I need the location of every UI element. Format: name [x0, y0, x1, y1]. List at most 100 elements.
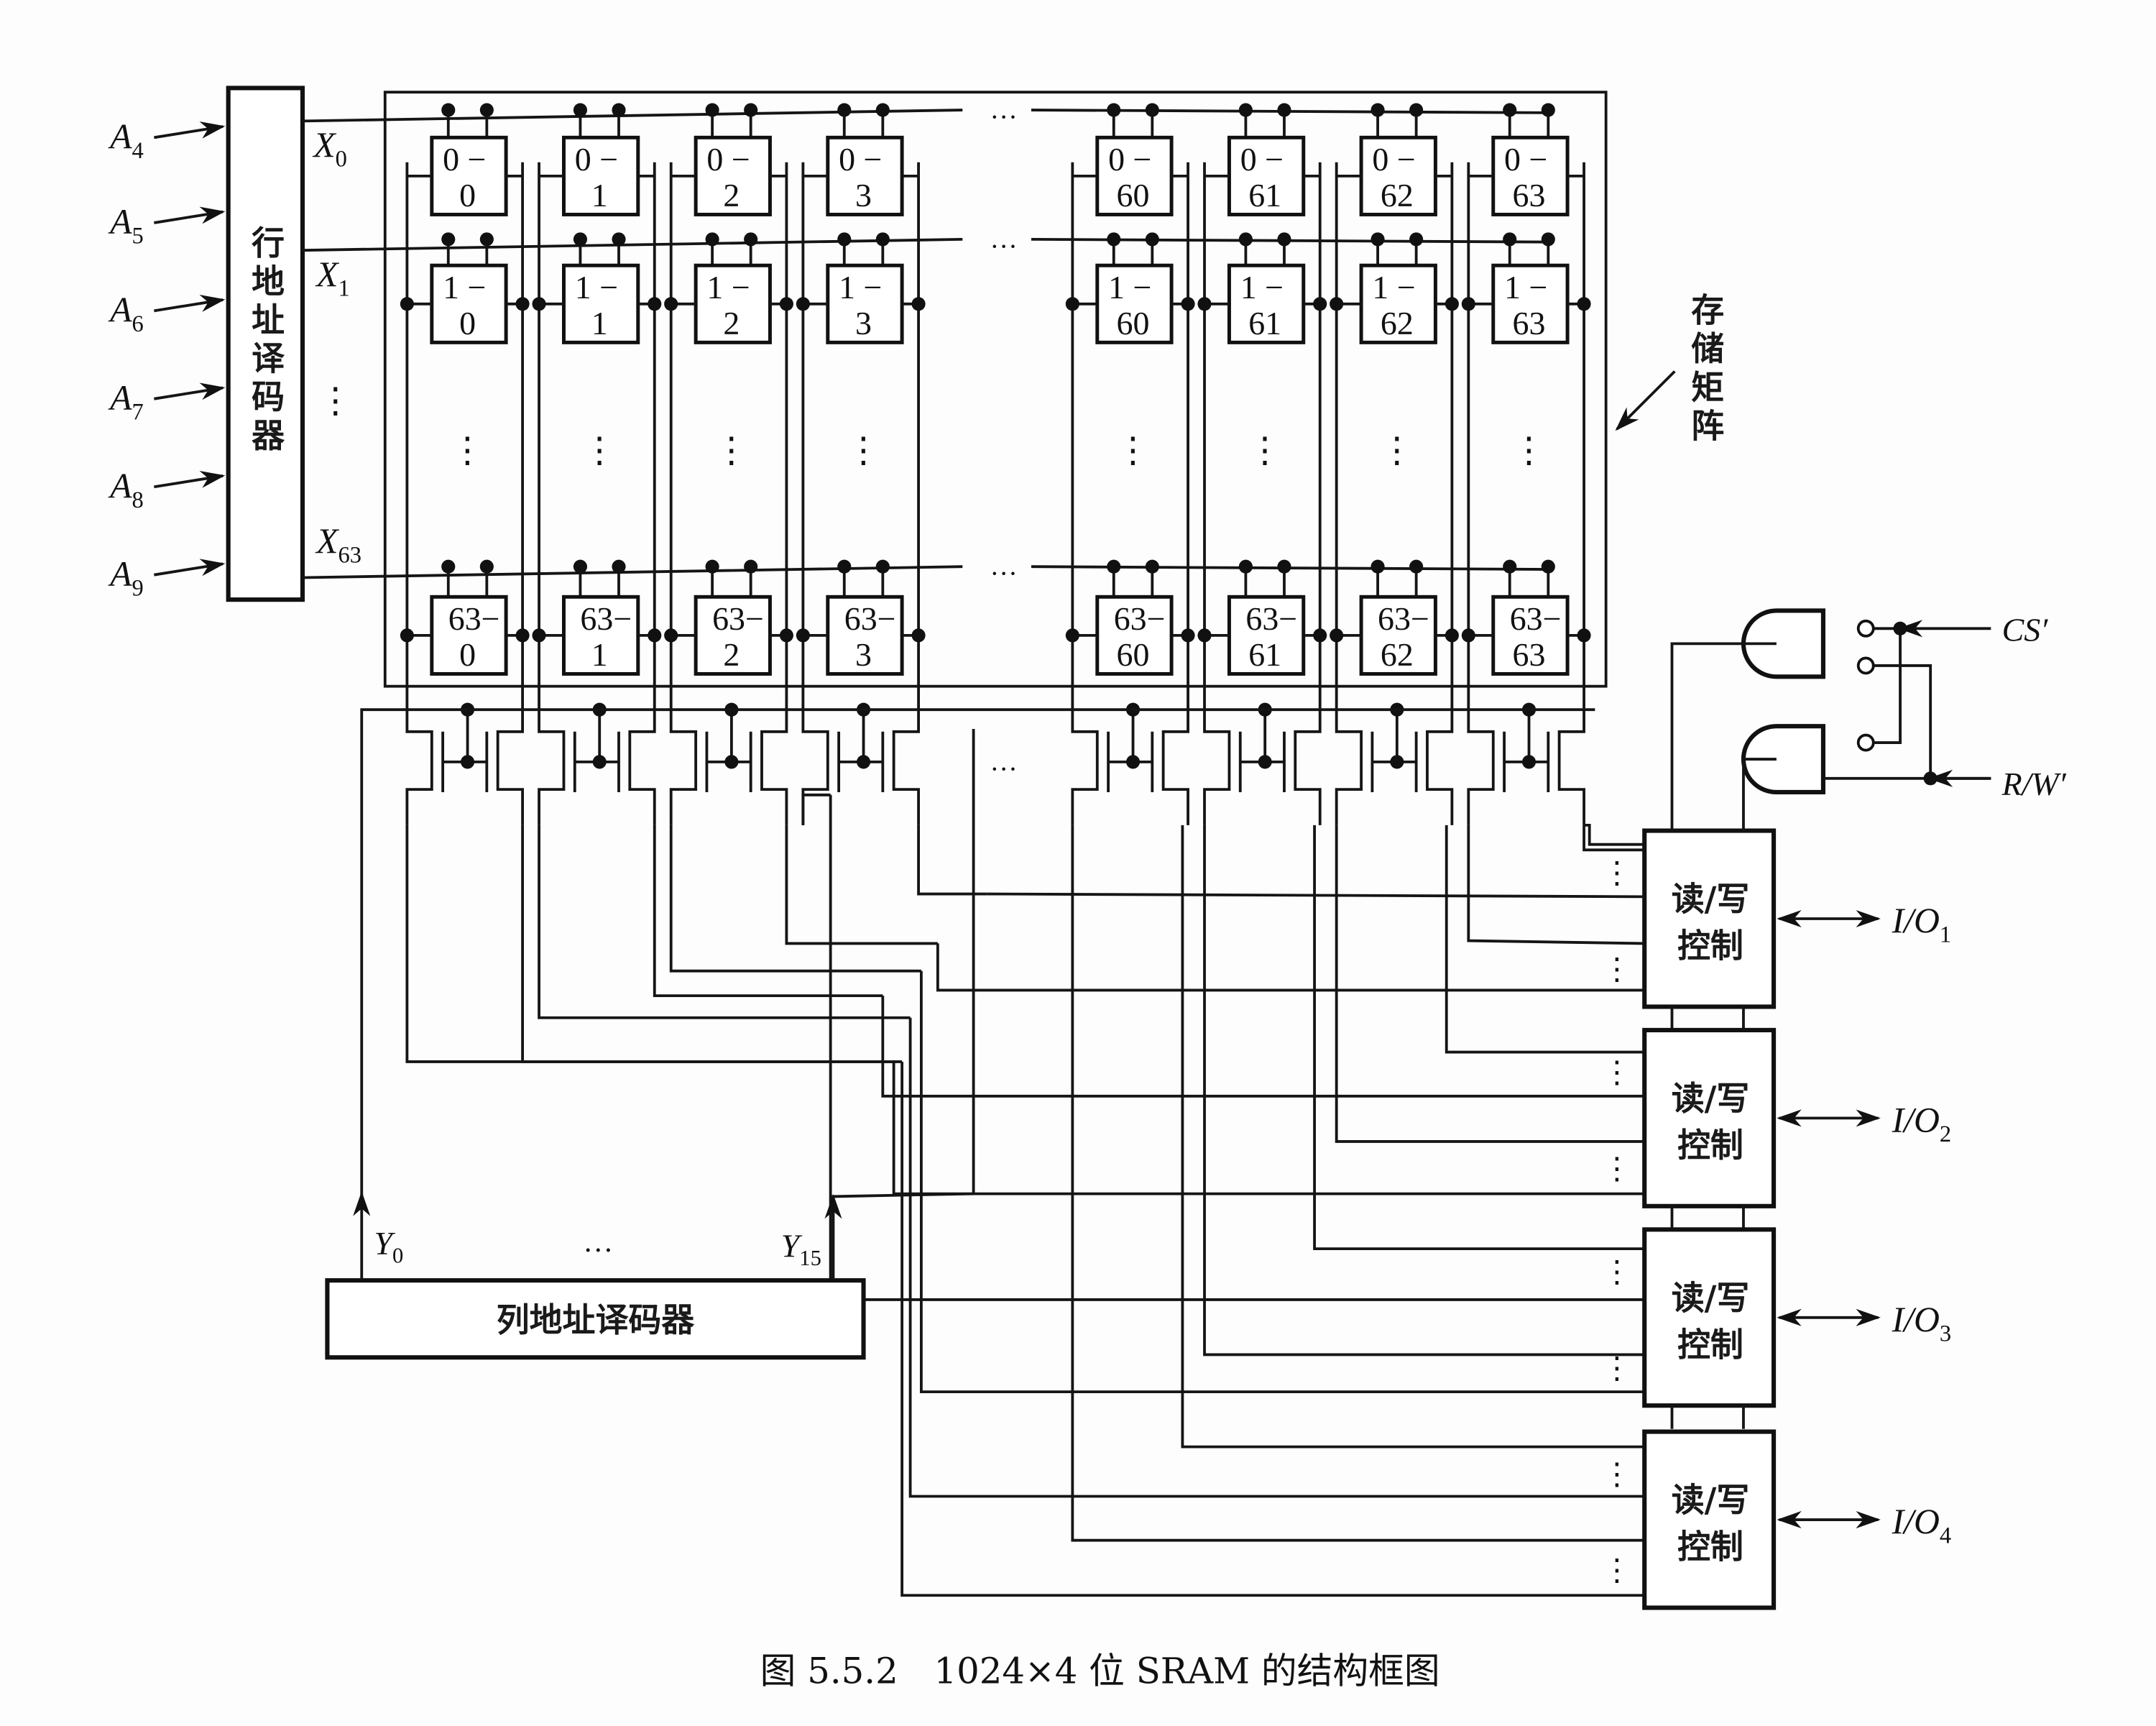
memory-cell-box [1095, 135, 1174, 216]
junction-dot [612, 103, 626, 117]
junction-dot [648, 297, 662, 311]
junction-dot [441, 559, 456, 574]
storage-matrix-char-1: 储 [1691, 329, 1724, 368]
rw-control-box [1642, 1027, 1777, 1208]
junction-dot [705, 103, 719, 117]
memory-cell-1-61: 1 −61 [1197, 232, 1327, 344]
junction-dot [1125, 755, 1141, 769]
column-transistor-pair-2 [669, 696, 788, 825]
row-ellipsis: ⋮ [1247, 431, 1283, 470]
io-label-2: I/O2 [1892, 1101, 1952, 1147]
rw-control-box [1642, 1429, 1777, 1610]
junction-dot [1107, 559, 1121, 574]
cell-column-index: 61 [1248, 636, 1281, 673]
input-ellipsis: ⋮ [1602, 1256, 1632, 1289]
cs-wire [1874, 627, 1902, 745]
cell-column-index: 3 [855, 636, 872, 673]
cell-column-index: 3 [855, 305, 872, 341]
junction-dot [705, 232, 719, 247]
word-line-ellipsis: … [990, 224, 1018, 254]
transistor-channel [892, 696, 920, 825]
y0-label: Y0 [374, 1225, 403, 1267]
gate1-output-wire [1670, 642, 1777, 831]
junction-dot [779, 628, 793, 643]
junction-dot [612, 232, 626, 247]
junction-dot [1541, 103, 1555, 117]
junction-dot [875, 232, 890, 247]
rw-control-label-line1: 读/写 [1672, 1481, 1750, 1520]
junction-dot [1107, 103, 1121, 117]
storage-matrix-outline [383, 91, 1608, 688]
storage-matrix-label: 存 储 矩 阵 [1615, 291, 1724, 445]
memory-cell-63-2: 63−2 [664, 559, 793, 676]
memory-cell-1-62: 1 −62 [1330, 232, 1459, 344]
output-name: X [315, 521, 339, 561]
bitline-route [1335, 825, 1645, 1143]
junction-dot [460, 755, 475, 769]
junction-dot [1145, 103, 1159, 117]
junction-dot [724, 755, 739, 769]
cell-row-index: 0 − [443, 141, 486, 178]
memory-cell-63-62: 63−62 [1330, 559, 1459, 676]
junction-dot [479, 559, 494, 574]
cell-row-index: 63− [1510, 600, 1562, 637]
cell-row-index: 63− [1245, 600, 1297, 637]
cell-column-index: 63 [1513, 305, 1546, 341]
io-label-3: I/O3 [1892, 1300, 1952, 1346]
junction-dot [1107, 232, 1121, 247]
junction-dot [1409, 232, 1424, 247]
junction-dot [875, 103, 890, 117]
bitline-route [892, 1061, 1645, 1195]
output-name: X [315, 254, 339, 294]
rw-control-label-line2: 控制 [1677, 1126, 1743, 1165]
row-decoder-char-2: 址 [252, 300, 285, 339]
input-name: A [108, 117, 132, 157]
gate2-output-wire [1742, 758, 1777, 831]
junction-dot [532, 628, 546, 643]
cell-row-index: 1 − [575, 269, 618, 306]
row-input-label-A8: A8 [108, 467, 144, 513]
memory-cell-1-2: 1 −2 [664, 232, 793, 344]
memory-cell-box [561, 263, 640, 344]
memory-cell-1-60: 1 −60 [1065, 232, 1195, 344]
rw-control-label-line1: 读/写 [1672, 1079, 1750, 1118]
io-name: I/O [1892, 901, 1940, 940]
junction-dot [664, 628, 678, 643]
junction-dot [856, 755, 871, 769]
row-input-arrow-A9 [154, 559, 226, 577]
junction-dot [875, 559, 890, 574]
cell-row-index: 0 − [1240, 141, 1284, 178]
input-subscript: 6 [132, 311, 144, 337]
rw-control-label-line2: 控制 [1677, 1528, 1743, 1566]
junction-dot [1923, 771, 1938, 786]
column-transistor-pair-0 [405, 696, 525, 825]
input-ellipsis: ⋮ [1602, 1153, 1632, 1186]
memory-cell-63-63: 63−63 [1461, 559, 1591, 676]
memory-cell-0-61: 0 −61 [1204, 103, 1320, 216]
junction-dot [1541, 232, 1555, 247]
cell-row-index: 0 − [575, 141, 618, 178]
column-transistor-pair-3 [801, 696, 920, 825]
memory-cell-box [1359, 263, 1437, 344]
junction-dot [1145, 559, 1159, 574]
column-decoder-box [325, 1278, 866, 1360]
transistor-channel [628, 696, 656, 825]
rw-control-blocks: 读/写控制I/O1⋮⋮读/写控制I/O2⋮⋮读/写控制I/O3⋮⋮读/写控制I/… [1602, 828, 1952, 1610]
transistor-channel [538, 696, 566, 825]
junction-dot [1197, 628, 1212, 643]
cell-row-index: 1 − [1240, 269, 1284, 306]
row-output-label-X63: X63 [315, 521, 361, 568]
cell-row-index: 1 − [1504, 269, 1547, 306]
cell-column-index: 1 [591, 636, 608, 673]
bitline-feeder [653, 825, 883, 998]
junction-dot [1145, 232, 1159, 247]
transistor-channel [760, 696, 788, 825]
bitline-feeder [801, 793, 831, 825]
row-input-arrow-A4 [154, 121, 226, 139]
row-input-label-A4: A4 [108, 117, 144, 164]
cell-column-index: 2 [723, 636, 740, 673]
